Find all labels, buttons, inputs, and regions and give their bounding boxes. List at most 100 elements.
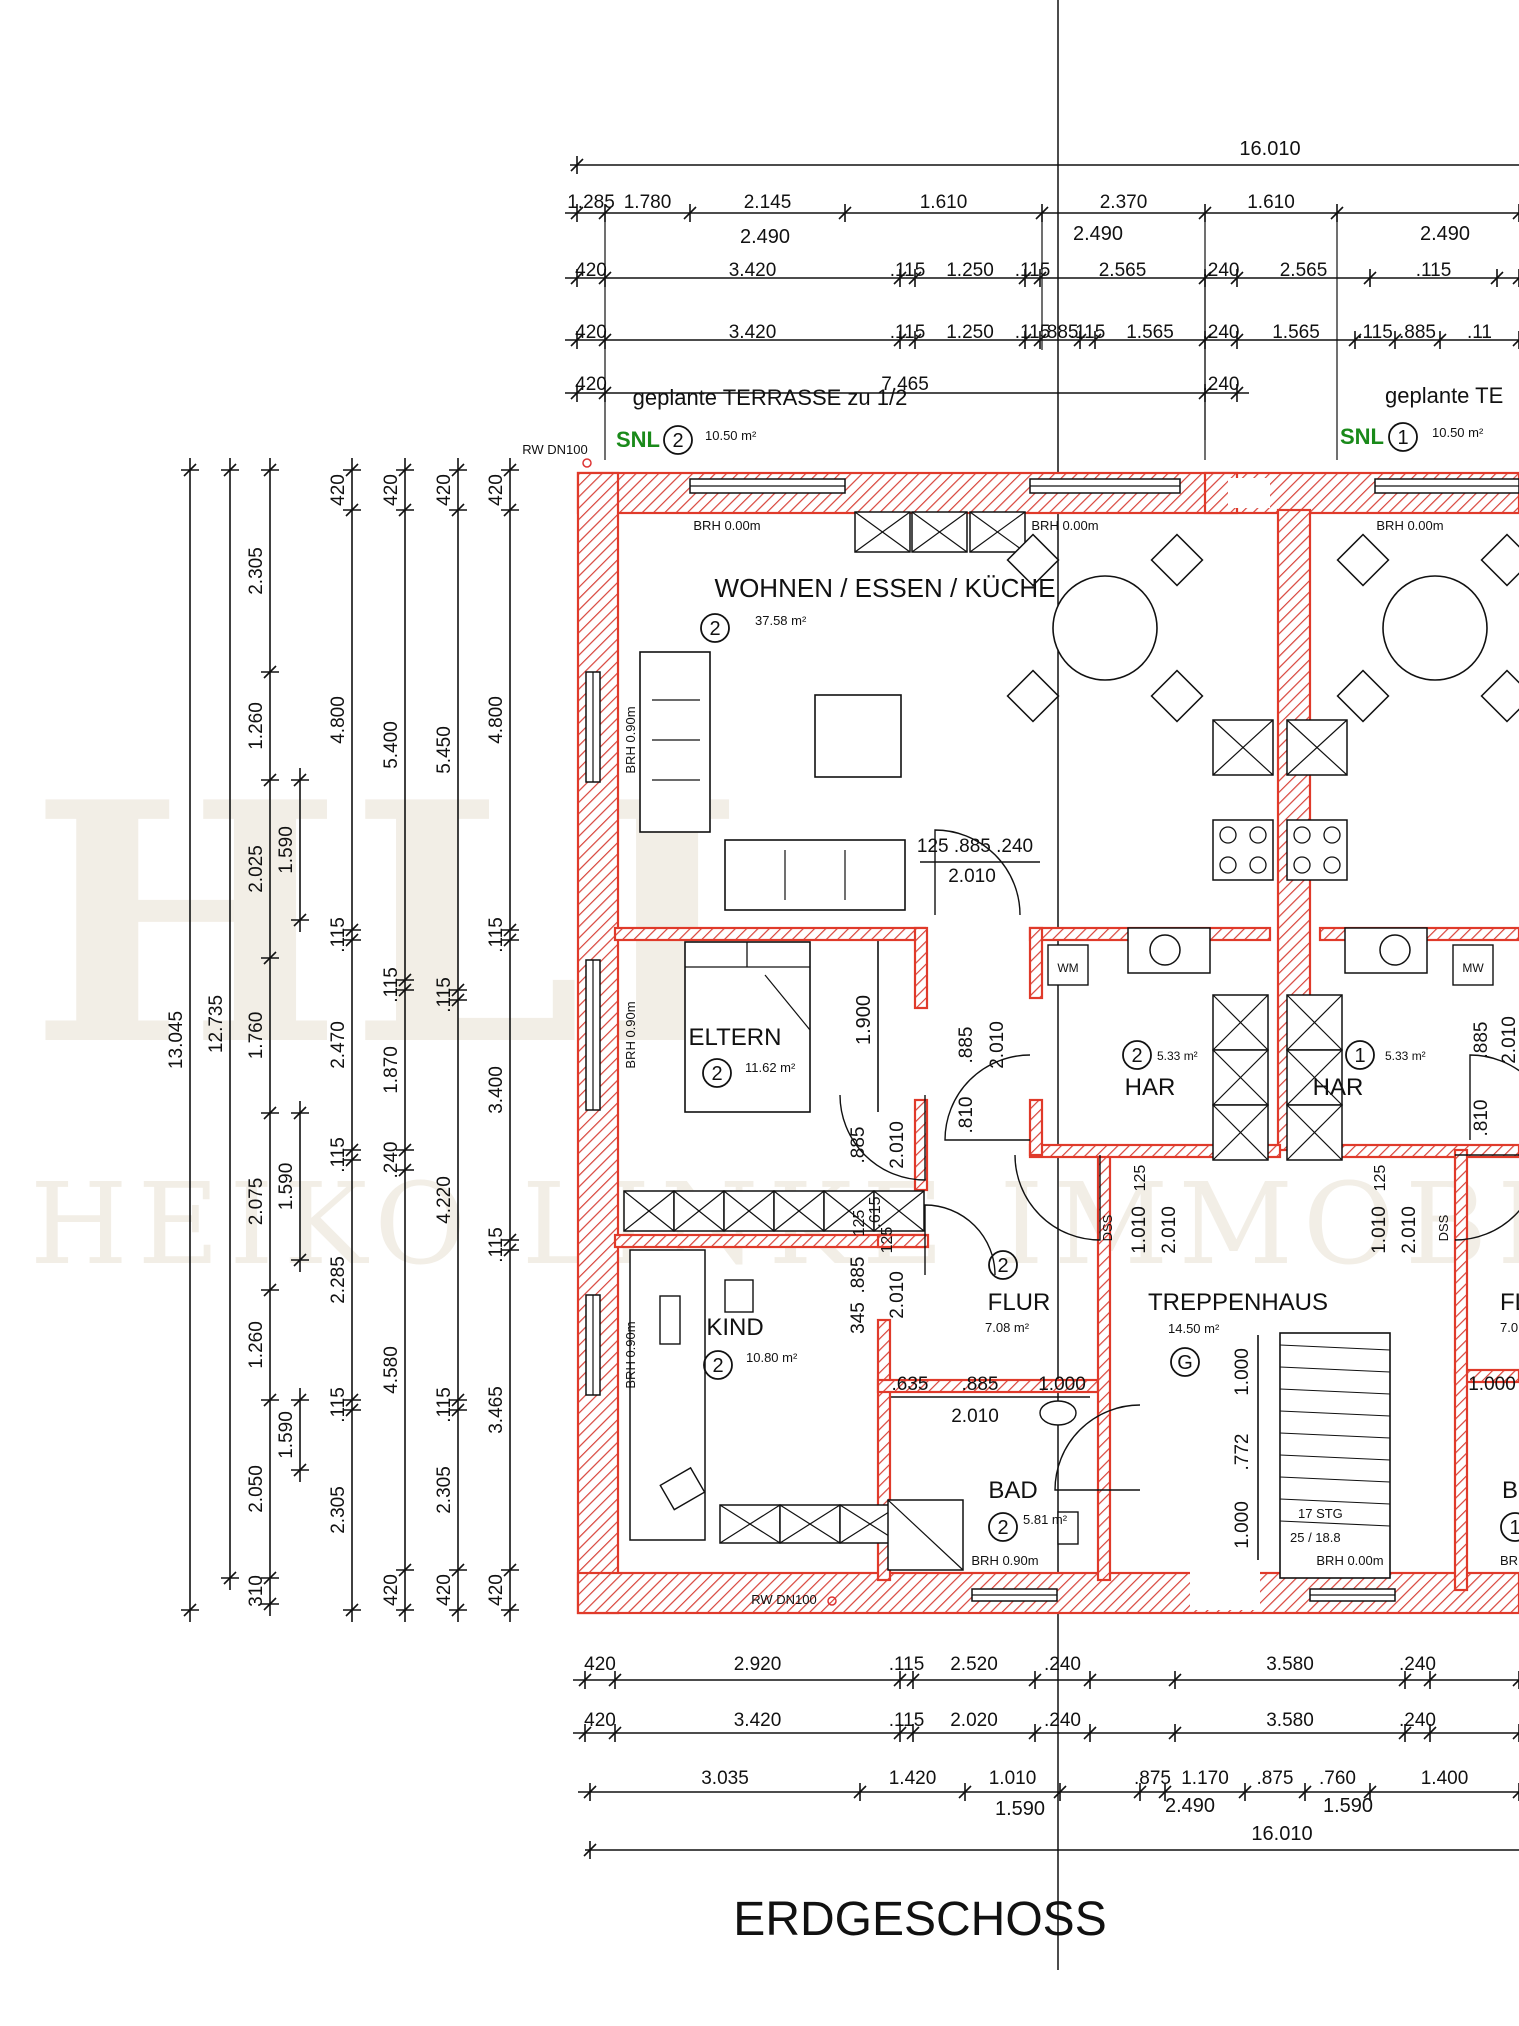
dimension-tick — [398, 1143, 412, 1157]
door-swing — [924, 1204, 996, 1276]
dimension-label: 1.590 — [276, 1411, 297, 1459]
dining-chair — [1480, 669, 1519, 723]
dimension-tick — [1363, 1785, 1377, 1799]
dimension-tick — [1512, 1678, 1519, 1687]
dimension-label: .240 — [1044, 1710, 1081, 1731]
dimension-label: 1.010 — [989, 1768, 1037, 1789]
dimension-tick — [1363, 271, 1377, 285]
dimension-label: .115 — [890, 322, 926, 343]
dimension-label: 5.400 — [381, 721, 402, 769]
appliance-label: MW — [1462, 961, 1484, 975]
dimension-label: 4.580 — [381, 1346, 402, 1394]
dimension-tick — [503, 503, 517, 517]
dimension-label: 1.420 — [889, 1768, 937, 1789]
hob-burner — [1293, 826, 1311, 844]
dimension-tick — [908, 271, 922, 285]
dimension-label: 125 — [1372, 1165, 1389, 1192]
dimension-label: .885 — [962, 1374, 999, 1395]
dimension-label: 2.285 — [328, 1256, 349, 1304]
washbasin — [1057, 1511, 1079, 1545]
wall — [876, 1233, 930, 1249]
unit-circle — [1170, 1347, 1200, 1377]
dimension-label: 420 — [575, 322, 607, 343]
dimension-tick — [345, 1403, 359, 1417]
shower-cross — [887, 1499, 964, 1571]
dining-chair — [1336, 669, 1390, 723]
dimension-tick — [1490, 271, 1504, 285]
dimension-label: .760 — [1319, 1768, 1356, 1789]
dimension-tick — [1168, 1726, 1182, 1740]
dimension-tick — [908, 333, 922, 347]
dimension-label: 1.285 — [567, 192, 615, 213]
dimension-label: 2.490 — [1420, 223, 1470, 245]
dimension-lines — [181, 0, 1519, 1970]
dimension-label: 3.465 — [486, 1386, 507, 1434]
dimension-label: .885 — [848, 1127, 869, 1164]
unit-number: 2 — [711, 1063, 722, 1085]
terrace-area: 10.50 m² — [705, 428, 757, 443]
dimension-label: 125 — [1132, 1165, 1149, 1192]
dimension-tick — [1028, 1726, 1042, 1740]
garden-mark: SNL — [1340, 424, 1384, 449]
dimension-label: 3.580 — [1266, 1710, 1314, 1731]
room-name: HAR — [1313, 1074, 1364, 1101]
dimension-tick — [1298, 1785, 1312, 1799]
dimension-label: 2.010 — [1499, 1016, 1519, 1064]
dimension-tick — [1230, 333, 1244, 347]
dimension-label: 1.260 — [246, 1321, 267, 1369]
dimension-label: .115 — [328, 1137, 349, 1173]
dimension-label: 3.580 — [1266, 1654, 1314, 1675]
dining-table — [1382, 575, 1488, 681]
dimension-tick — [345, 933, 359, 947]
dimension-label: 1.610 — [1247, 192, 1295, 213]
dimension-label: .772 — [1232, 1434, 1253, 1471]
cabinet-cross — [1286, 719, 1348, 776]
dimension-tick — [345, 923, 359, 937]
dimension-label: 4.800 — [328, 696, 349, 744]
wall — [913, 1098, 929, 1192]
dimension-tick — [451, 1393, 465, 1407]
dimension-tick — [1168, 1673, 1182, 1687]
dimension-tick — [583, 1843, 597, 1857]
stair-step — [1279, 1432, 1391, 1439]
dimension-tick — [345, 1153, 359, 1167]
door-swing — [1454, 1154, 1519, 1241]
dimension-tick — [1158, 1785, 1172, 1799]
dimension-label: .115 — [486, 1227, 507, 1263]
dimension-tick — [345, 503, 359, 517]
dimension-label: 12.735 — [206, 995, 227, 1053]
dining-chair — [1150, 669, 1204, 723]
dimension-tick — [263, 463, 277, 477]
dimension-label: 2.490 — [1165, 1795, 1215, 1817]
stair-step — [1279, 1520, 1391, 1527]
dimension-tick — [451, 463, 465, 477]
dimension-tick — [1028, 1673, 1042, 1687]
window-label: BR — [1500, 1553, 1518, 1568]
dimension-tick — [293, 1393, 307, 1407]
dimension-label: .240 — [381, 1142, 402, 1179]
wall — [913, 926, 929, 1010]
room-area: 37.58 m² — [755, 613, 807, 628]
dimension-label: 2.470 — [328, 1021, 349, 1069]
dimension-label: 2.305 — [434, 1466, 455, 1514]
unit-number: 1 — [1509, 1517, 1519, 1539]
dimension-label: 1.760 — [246, 1012, 267, 1060]
dimension-tick — [893, 1726, 907, 1740]
window-label: BRH 0.90m — [623, 1321, 638, 1388]
dimension-label: 420 — [381, 474, 402, 506]
dimension-label: .240 — [1203, 374, 1240, 395]
dimension-label: 420 — [575, 374, 607, 395]
dimension-label: 1.260 — [246, 702, 267, 750]
dimension-label: 4.800 — [486, 696, 507, 744]
dimension-tick — [183, 463, 197, 477]
door-opening — [1190, 1560, 1260, 1610]
cabinet-cross — [911, 511, 968, 553]
dimension-tick — [503, 1243, 517, 1257]
dimension-tick — [906, 1673, 920, 1687]
washing-machine — [1047, 944, 1089, 986]
dimension-label: .810 — [956, 1097, 977, 1134]
toilet — [1039, 1400, 1077, 1426]
dimension-label: 1.010 — [1129, 1206, 1150, 1254]
dimension-tick — [570, 333, 584, 347]
hob — [1212, 819, 1274, 881]
